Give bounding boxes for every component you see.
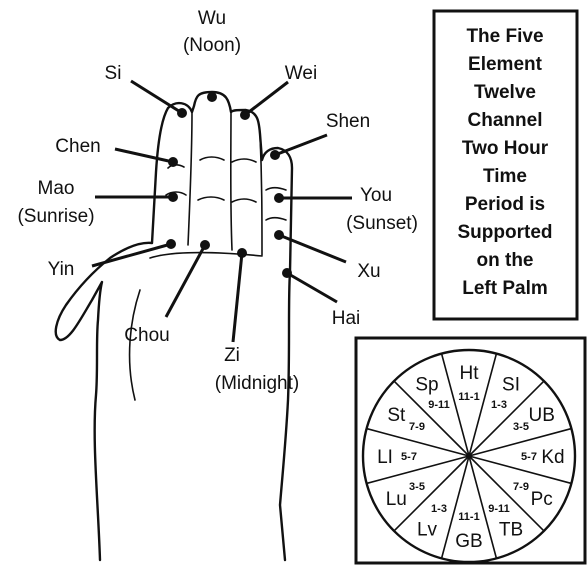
wheel-segment-gb: GB xyxy=(455,531,482,552)
title-line-6: Time xyxy=(483,166,527,187)
point-si-dot xyxy=(177,108,187,118)
point-yin-dot xyxy=(166,239,176,249)
wheel-segment-lv: Lv xyxy=(417,520,438,541)
wheel-segment-lu: Lu xyxy=(386,489,407,510)
point-wu-name: Wu xyxy=(198,8,226,29)
wheel-segment-st: St xyxy=(387,405,406,426)
point-wu: Wu (Noon) xyxy=(183,8,241,102)
point-xu-dot xyxy=(274,230,284,240)
wheel-segment-hours: 5-7 xyxy=(521,451,537,463)
wheel-segment-ub: UB xyxy=(528,405,554,426)
point-wei-leader xyxy=(245,82,288,115)
wheel-segment-kd: Kd xyxy=(541,447,564,468)
point-chen-dot xyxy=(168,157,178,167)
wheel-segment-pc: Pc xyxy=(531,489,553,510)
point-zi-dot xyxy=(237,248,247,258)
point-you-time: (Sunset) xyxy=(346,213,418,234)
point-you-dot xyxy=(274,193,284,203)
point-shen-name: Shen xyxy=(326,111,370,132)
wheel-segment-tb: TB xyxy=(499,520,523,541)
title-line-7: Period is xyxy=(465,194,545,215)
wheel-segment-hours: 3-5 xyxy=(513,421,529,433)
point-xu-name: Xu xyxy=(357,261,380,282)
wheel-segment-hours: 9-11 xyxy=(428,399,449,411)
wheel-segment-hours: 7-9 xyxy=(409,421,425,433)
point-hai: Hai xyxy=(282,268,360,329)
point-chou-dot xyxy=(200,240,210,250)
point-si: Si xyxy=(105,63,187,118)
point-mao-name: Mao xyxy=(38,178,75,199)
point-chen-name: Chen xyxy=(55,136,100,157)
wheel-segment-si: SI xyxy=(502,374,520,395)
wheel-segment-hours: 7-9 xyxy=(513,481,529,493)
title-line-5: Two Hour xyxy=(462,138,549,159)
wheel-segment-ht: Ht xyxy=(460,363,480,384)
point-si-name: Si xyxy=(105,63,122,84)
point-wei-dot xyxy=(240,110,250,120)
point-wu-dot xyxy=(207,92,217,102)
point-wei: Wei xyxy=(240,63,317,120)
point-mao-dot xyxy=(168,192,178,202)
title-box: The Five Element Twelve Channel Two Hour… xyxy=(434,11,577,319)
point-wu-time: (Noon) xyxy=(183,35,241,56)
wheel-segment-hours: 1-3 xyxy=(491,399,507,411)
point-mao-time: (Sunrise) xyxy=(17,206,94,227)
point-chou-name: Chou xyxy=(124,325,169,346)
point-you: You (Sunset) xyxy=(274,185,418,234)
point-zi-time: (Midnight) xyxy=(215,373,299,394)
point-hai-dot xyxy=(282,268,292,278)
point-shen-dot xyxy=(270,150,280,160)
point-zi-name: Zi xyxy=(224,345,240,366)
point-si-leader xyxy=(131,81,182,113)
wheel-segment-sp: Sp xyxy=(415,374,438,395)
title-line-4: Channel xyxy=(468,110,543,131)
wheel-segment-hours: 9-11 xyxy=(488,503,509,515)
point-you-name: You xyxy=(360,185,392,206)
wheel-segment-hours: 1-3 xyxy=(431,503,447,515)
wheel-segment-li: LI xyxy=(377,447,393,468)
wheel-segment-hours: 5-7 xyxy=(401,451,417,463)
wheel-segment-hours: 11-1 xyxy=(458,511,479,523)
title-line-9: on the xyxy=(477,250,534,271)
title-line-8: Supported xyxy=(458,222,553,243)
title-line-3: Twelve xyxy=(474,82,536,103)
title-line-2: Element xyxy=(468,54,543,75)
point-wei-name: Wei xyxy=(285,63,317,84)
point-hai-leader xyxy=(287,273,337,302)
point-yin-name: Yin xyxy=(48,259,75,280)
point-shen: Shen xyxy=(270,111,370,160)
title-line-10: Left Palm xyxy=(462,278,548,299)
title-line-1: The Five xyxy=(466,26,543,47)
wheel-segment-hours: 3-5 xyxy=(409,481,425,493)
point-shen-leader xyxy=(275,135,327,155)
wheel-segment-hours: 11-1 xyxy=(458,391,479,403)
point-hai-name: Hai xyxy=(332,308,361,329)
